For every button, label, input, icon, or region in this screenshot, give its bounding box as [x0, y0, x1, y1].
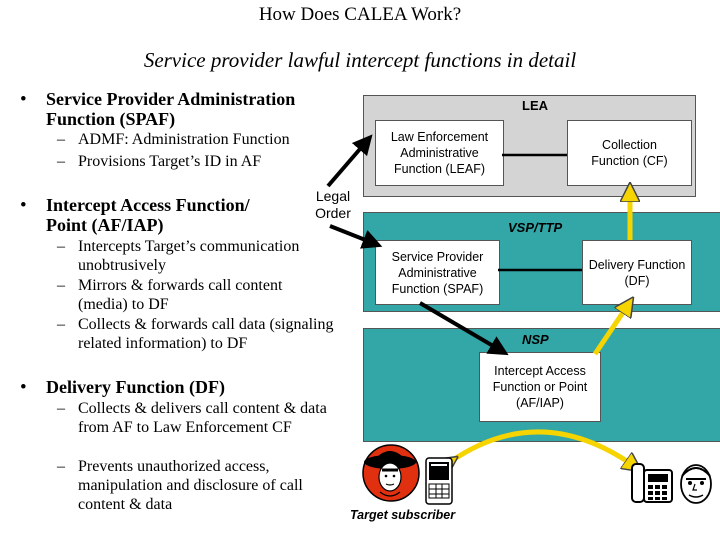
- sub-collects: Collects & forwards call data (signaling…: [78, 316, 334, 352]
- sub-intercepts: Intercepts Target’s communication unobtr…: [78, 238, 300, 274]
- cf-label: Collection Function (CF): [591, 138, 668, 168]
- sub-admf: ADMF: Administration Function: [78, 131, 290, 148]
- desk-phone-icon: [631, 463, 673, 503]
- bullet-symbol: •: [20, 377, 27, 398]
- vsp-label: VSP/TTP: [508, 220, 563, 235]
- leaf-box: Law Enforcement Administrative Function …: [375, 120, 504, 186]
- legal-order-arrow-down: [329, 224, 383, 249]
- iap-label: Intercept Access Function or Point (AF/I…: [492, 364, 588, 410]
- nsp-label: NSP: [522, 332, 549, 347]
- person-with-hat-icon: [362, 444, 420, 502]
- page-title: How Does CALEA Work?: [258, 4, 462, 25]
- bullet-af-iap: Intercept Access Function/ Point (AF/IAP…: [46, 195, 250, 235]
- sub-dash: –: [57, 277, 65, 294]
- bullet-symbol: •: [20, 89, 27, 110]
- sub-prevents: Prevents unauthorized access, manipulati…: [78, 458, 303, 513]
- iap-box: Intercept Access Function or Point (AF/I…: [479, 352, 601, 422]
- cf-box: Collection Function (CF): [567, 120, 692, 186]
- leaf-label: Law Enforcement Administrative Function …: [390, 130, 489, 176]
- call-path-arrow: [450, 429, 634, 466]
- sub-dash: –: [57, 131, 65, 148]
- bullet-symbol: •: [20, 195, 27, 216]
- page-subtitle: Service provider lawful intercept functi…: [143, 48, 577, 72]
- df-box: Delivery Function (DF): [582, 240, 692, 305]
- legal-order-label: Legal Order: [307, 186, 359, 224]
- spaf-to-iap-arrow: [418, 301, 509, 356]
- sub-dash: –: [57, 153, 65, 170]
- lea-label: LEA: [522, 98, 548, 113]
- sub-dash: –: [57, 458, 65, 475]
- sub-provisions: Provisions Target’s ID in AF: [78, 153, 262, 170]
- sub-dash: –: [57, 316, 65, 333]
- spaf-box: Service Provider Administrative Function…: [375, 240, 500, 305]
- spaf-label: Service Provider Administrative Function…: [391, 249, 484, 296]
- df-label: Delivery Function (DF): [588, 257, 686, 288]
- target-subscriber-label: Target subscriber: [350, 508, 456, 522]
- sub-dash: –: [57, 238, 65, 255]
- sub-mirrors: Mirrors & forwards call content (media) …: [78, 277, 283, 313]
- pda-icon: [425, 457, 453, 505]
- sub-delivers: Collects & delivers call content & data …: [78, 400, 327, 436]
- legal-order-arrow-up: [326, 134, 373, 188]
- sub-dash: –: [57, 400, 65, 417]
- bullet-spaf: Service Provider Administration Function…: [46, 89, 296, 129]
- person-icon: [680, 464, 712, 504]
- iap-to-df-arrow: [592, 305, 628, 356]
- bullet-df: Delivery Function (DF): [46, 377, 225, 397]
